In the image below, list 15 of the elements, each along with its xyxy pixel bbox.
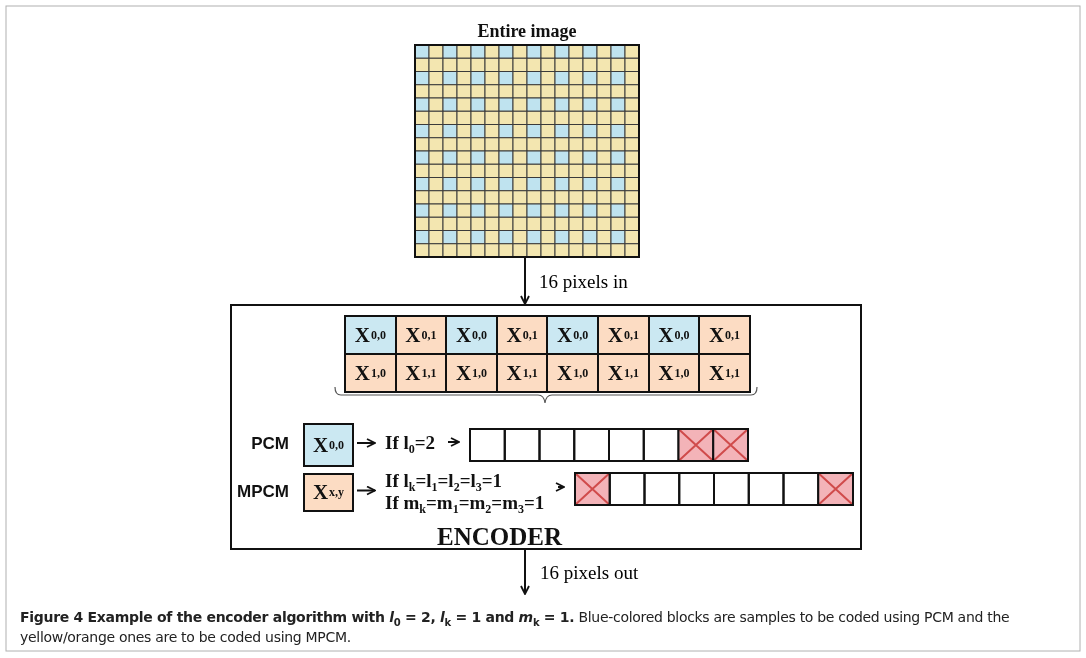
condition-text: If l$_{k}$=l$_{1}$=l$_{2}$=l$_{3}$=1 — [385, 470, 504, 492]
mode-label: MPCM — [237, 481, 289, 502]
arrow — [555, 482, 565, 492]
arrow — [356, 438, 376, 448]
arrow — [520, 549, 530, 595]
mode-label: PCM — [251, 434, 289, 454]
arrow — [447, 437, 460, 447]
heading: Entire image — [476, 20, 578, 42]
arrow — [520, 257, 530, 305]
encoder-label: ENCODER — [437, 524, 562, 550]
condition-text: If l$_{0}$=2 — [385, 432, 437, 454]
figure-caption: Figure 4 Example of the encoder algorithm with l$_{0}$ = 2, l$_{k}$ = 1 and m$_{k}$ = 1. Blue-colored blocks are samples to be coded using PCM and the yellow/orange ones are to be coded using MPCM. — [20, 608, 1011, 647]
condition-text: If m$_{k}$=m$_{1}$=m$_{2}$=m$_{3}$=1 — [385, 492, 546, 514]
encoder-box — [230, 304, 862, 550]
arrow — [356, 485, 376, 496]
